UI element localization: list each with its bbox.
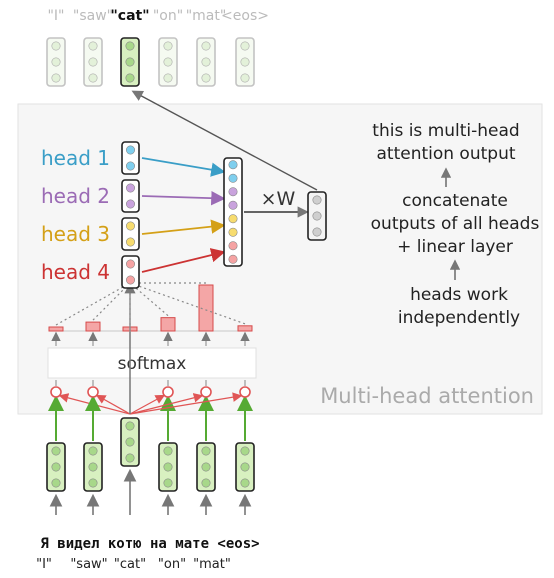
input-vector xyxy=(83,442,103,492)
head-vector xyxy=(121,217,140,251)
panel-title: Multi-head attention xyxy=(320,384,534,408)
concat-annotation: concatenate xyxy=(402,191,508,211)
softmax-box xyxy=(47,347,257,379)
source-sentence: Я видел котю на мате <eos> xyxy=(40,536,259,552)
concat-dot xyxy=(228,160,238,170)
output-to-top-arrow xyxy=(131,90,318,191)
top-token-label: "mat" xyxy=(186,8,227,24)
top-output-vectors xyxy=(46,37,255,87)
concat-annotation: + linear layer xyxy=(397,237,513,257)
bottom-token-label: "on" xyxy=(158,557,186,572)
concat-dot xyxy=(228,173,238,183)
bottom-token-labels: "I" "saw" "cat" "on" "mat" xyxy=(36,557,231,572)
query-arrow xyxy=(129,392,243,415)
linear-label: ×W xyxy=(261,188,296,210)
attention-weight-bar xyxy=(160,317,176,332)
head-to-concat-arrow xyxy=(141,157,226,177)
attention-weight-bar xyxy=(237,325,253,332)
independent-annotation: heads work xyxy=(410,285,508,305)
bottom-token-label: "cat" xyxy=(114,557,146,572)
heads: head 1 head 2 head 3 head 4 xyxy=(41,141,226,289)
softmax-label: softmax xyxy=(118,354,187,374)
query-arrow xyxy=(129,393,204,415)
attention-weights xyxy=(48,282,253,441)
head-vector xyxy=(121,179,140,213)
attention-weight-bar xyxy=(48,326,64,332)
concat-dot xyxy=(228,187,238,197)
input-vector xyxy=(235,442,255,492)
query-arrow xyxy=(129,394,166,415)
input-vector xyxy=(46,442,66,492)
weighted-sum-line xyxy=(92,282,131,321)
score-node xyxy=(200,386,212,398)
top-token-label: "I" xyxy=(47,8,64,24)
score-node xyxy=(87,386,99,398)
bottom-token-label: "saw" xyxy=(70,557,107,572)
head-to-concat-arrow xyxy=(141,219,226,235)
concat-dot xyxy=(228,254,238,264)
top-token-label: "cat" xyxy=(110,8,149,24)
output-annotation: this is multi-head xyxy=(372,121,519,141)
concat-vector xyxy=(223,157,243,267)
bottom-token-label: "I" xyxy=(36,557,52,572)
score-node xyxy=(162,386,174,398)
head-to-concat-arrow xyxy=(141,248,226,273)
top-vector xyxy=(120,37,140,87)
head-label: head 4 xyxy=(41,260,110,284)
independent-annotation: independently xyxy=(398,308,520,328)
concat-dot xyxy=(228,227,238,237)
head-label: head 3 xyxy=(41,222,110,246)
input-vector xyxy=(196,442,216,492)
weighted-sum-line xyxy=(129,282,246,325)
top-token-label: "on" xyxy=(153,8,183,24)
output-annotation: attention output xyxy=(376,144,515,164)
annotations: this is multi-head attention output concat… xyxy=(371,121,540,328)
query-arrow xyxy=(95,394,131,415)
bottom-token-label: "mat" xyxy=(193,557,231,572)
top-vector xyxy=(83,37,103,87)
concat-dot xyxy=(228,200,238,210)
attention-weight-bar xyxy=(85,321,101,332)
top-token-labels: "I" "saw""cat""on""mat"<eos> xyxy=(47,8,268,24)
attention-weight-bar xyxy=(198,284,214,332)
top-vector xyxy=(196,37,216,87)
input-vector xyxy=(120,417,140,467)
top-token-label: "saw" xyxy=(73,8,113,24)
top-token-label: <eos> xyxy=(221,8,269,24)
weighted-sum-line xyxy=(55,282,131,326)
head-vector xyxy=(121,255,140,289)
top-vector xyxy=(158,37,178,87)
head-label: head 1 xyxy=(41,146,110,170)
head-label: head 2 xyxy=(41,184,110,208)
input-vector xyxy=(158,442,178,492)
top-vector xyxy=(46,37,66,87)
score-node xyxy=(239,386,251,398)
top-vector xyxy=(235,37,255,87)
head-to-concat-arrow xyxy=(141,190,226,206)
multi-head-output-vector xyxy=(307,191,327,241)
concat-annotation: outputs of all heads xyxy=(371,214,540,234)
concat-dot xyxy=(228,214,238,224)
head-vector xyxy=(121,141,140,175)
concatenated-vector xyxy=(131,90,327,267)
score-node xyxy=(50,386,62,398)
concat-dot xyxy=(228,241,238,251)
input-vectors xyxy=(46,417,255,515)
